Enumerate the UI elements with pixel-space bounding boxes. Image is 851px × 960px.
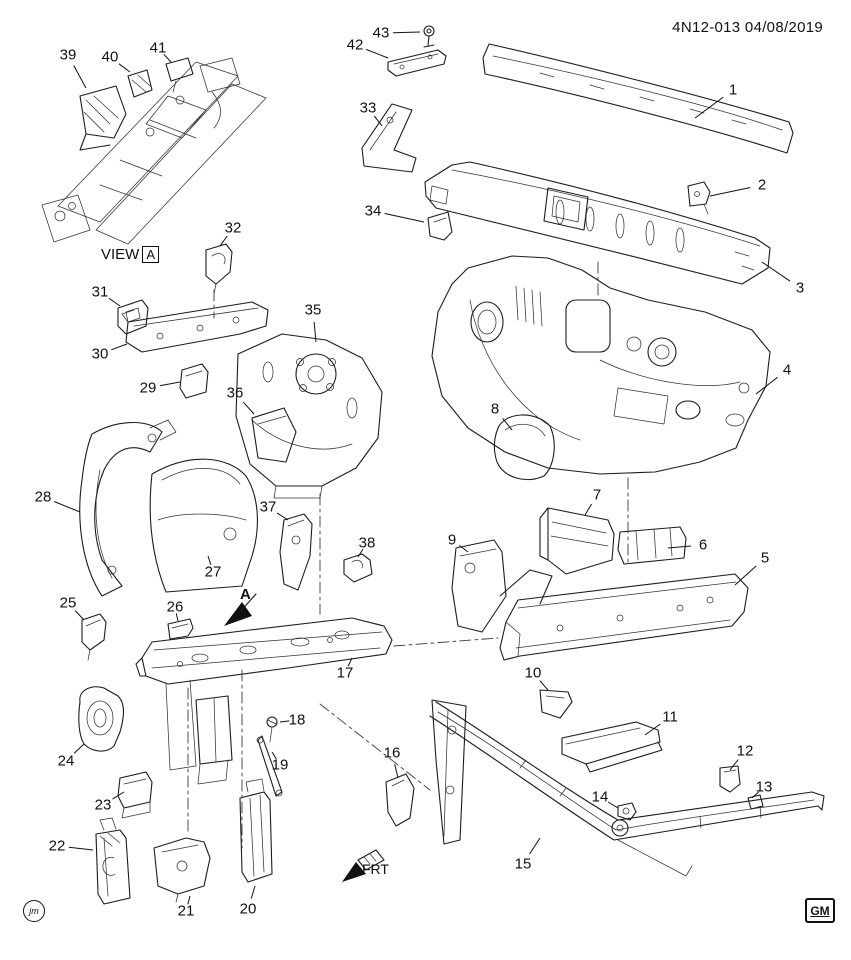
callout-42: 42 (346, 36, 364, 54)
callout-16: 16 (383, 744, 401, 762)
part-16 (385, 773, 415, 827)
callout-2: 2 (757, 176, 767, 194)
callout-33: 33 (359, 99, 377, 117)
part-41 (165, 57, 194, 93)
part-31 (117, 299, 149, 335)
part-3 (424, 161, 771, 285)
callout-39: 39 (59, 46, 77, 64)
callout-9: 9 (447, 531, 457, 549)
frt-label: FRT (362, 861, 389, 877)
part-35 (235, 333, 383, 499)
callout-14: 14 (591, 788, 609, 806)
callout-28: 28 (34, 488, 52, 506)
part-1 (482, 43, 794, 154)
view-ref-box: A (142, 246, 160, 263)
part-34 (427, 211, 453, 241)
part-27 (149, 458, 258, 593)
callout-18: 18 (288, 711, 306, 729)
callout-15: 15 (514, 855, 532, 873)
callout-17: 17 (336, 664, 354, 682)
callout-20: 20 (239, 900, 257, 918)
part-38 (343, 553, 373, 583)
frt-arrow-icon (342, 849, 385, 882)
part-7 (539, 507, 615, 575)
callout-26: 26 (166, 598, 184, 616)
callout-23: 23 (94, 796, 112, 814)
callout-29: 29 (139, 379, 157, 397)
callout-43: 43 (372, 24, 390, 42)
part-8 (493, 414, 555, 480)
part-9 (451, 539, 507, 633)
centerlines (187, 261, 629, 849)
part-10 (539, 689, 573, 719)
detail-marker-a-label: A (240, 586, 251, 603)
detail-arrow-a (224, 593, 257, 626)
part-29 (179, 363, 209, 399)
callout-37: 37 (259, 498, 277, 516)
part-17 (135, 617, 393, 785)
part-40 (127, 69, 153, 98)
part-42 (387, 49, 447, 77)
part-6 (617, 526, 687, 565)
callout-36: 36 (226, 384, 244, 402)
callout-27: 27 (204, 563, 222, 581)
part-13 (747, 794, 764, 810)
part-11 (561, 721, 663, 773)
callout-25: 25 (59, 594, 77, 612)
part-21 (153, 837, 211, 903)
part-12 (719, 765, 741, 793)
callout-31: 31 (91, 283, 109, 301)
callout-3: 3 (795, 279, 805, 297)
inset-frame-assembly (41, 57, 267, 245)
part-33 (361, 103, 417, 173)
callout-7: 7 (592, 486, 602, 504)
callout-40: 40 (101, 48, 119, 66)
callout-21: 21 (177, 902, 195, 920)
part-30 (121, 301, 269, 353)
callout-30: 30 (91, 345, 109, 363)
part-24 (78, 686, 125, 752)
part-20 (239, 778, 273, 883)
part-36 (251, 407, 297, 463)
artist-mark: jm (23, 900, 45, 922)
callout-10: 10 (524, 664, 542, 682)
callout-6: 6 (698, 536, 708, 554)
part-25 (81, 613, 107, 661)
part-39 (79, 85, 127, 151)
part-26 (167, 618, 194, 640)
callout-19: 19 (271, 756, 289, 774)
part-43 (423, 25, 435, 48)
callout-4: 4 (782, 361, 792, 379)
part-28 (79, 419, 177, 597)
view-a-label: VIEW A (101, 246, 160, 263)
part-4 (431, 255, 771, 475)
part-14 (617, 802, 637, 821)
part-18 (266, 716, 278, 743)
callout-1: 1 (728, 81, 738, 99)
part-5 (499, 569, 749, 661)
part-19 (256, 735, 283, 797)
callout-12: 12 (736, 742, 754, 760)
callout-35: 35 (304, 301, 322, 319)
gm-logo: GM (805, 898, 835, 923)
part-2 (687, 181, 711, 215)
callout-13: 13 (755, 778, 773, 796)
part-37 (279, 513, 313, 591)
callout-5: 5 (760, 549, 770, 567)
callout-38: 38 (358, 534, 376, 552)
callout-8: 8 (490, 400, 500, 418)
callout-41: 41 (149, 39, 167, 57)
doc-id-date: 4N12-013 04/08/2019 (672, 19, 823, 36)
part-22 (95, 817, 131, 905)
part-15 (429, 699, 825, 877)
callout-34: 34 (364, 202, 382, 220)
callout-22: 22 (48, 837, 66, 855)
view-label-text: VIEW (101, 246, 140, 263)
callout-11: 11 (662, 708, 678, 726)
callout-24: 24 (57, 752, 75, 770)
callout-32: 32 (224, 219, 242, 237)
